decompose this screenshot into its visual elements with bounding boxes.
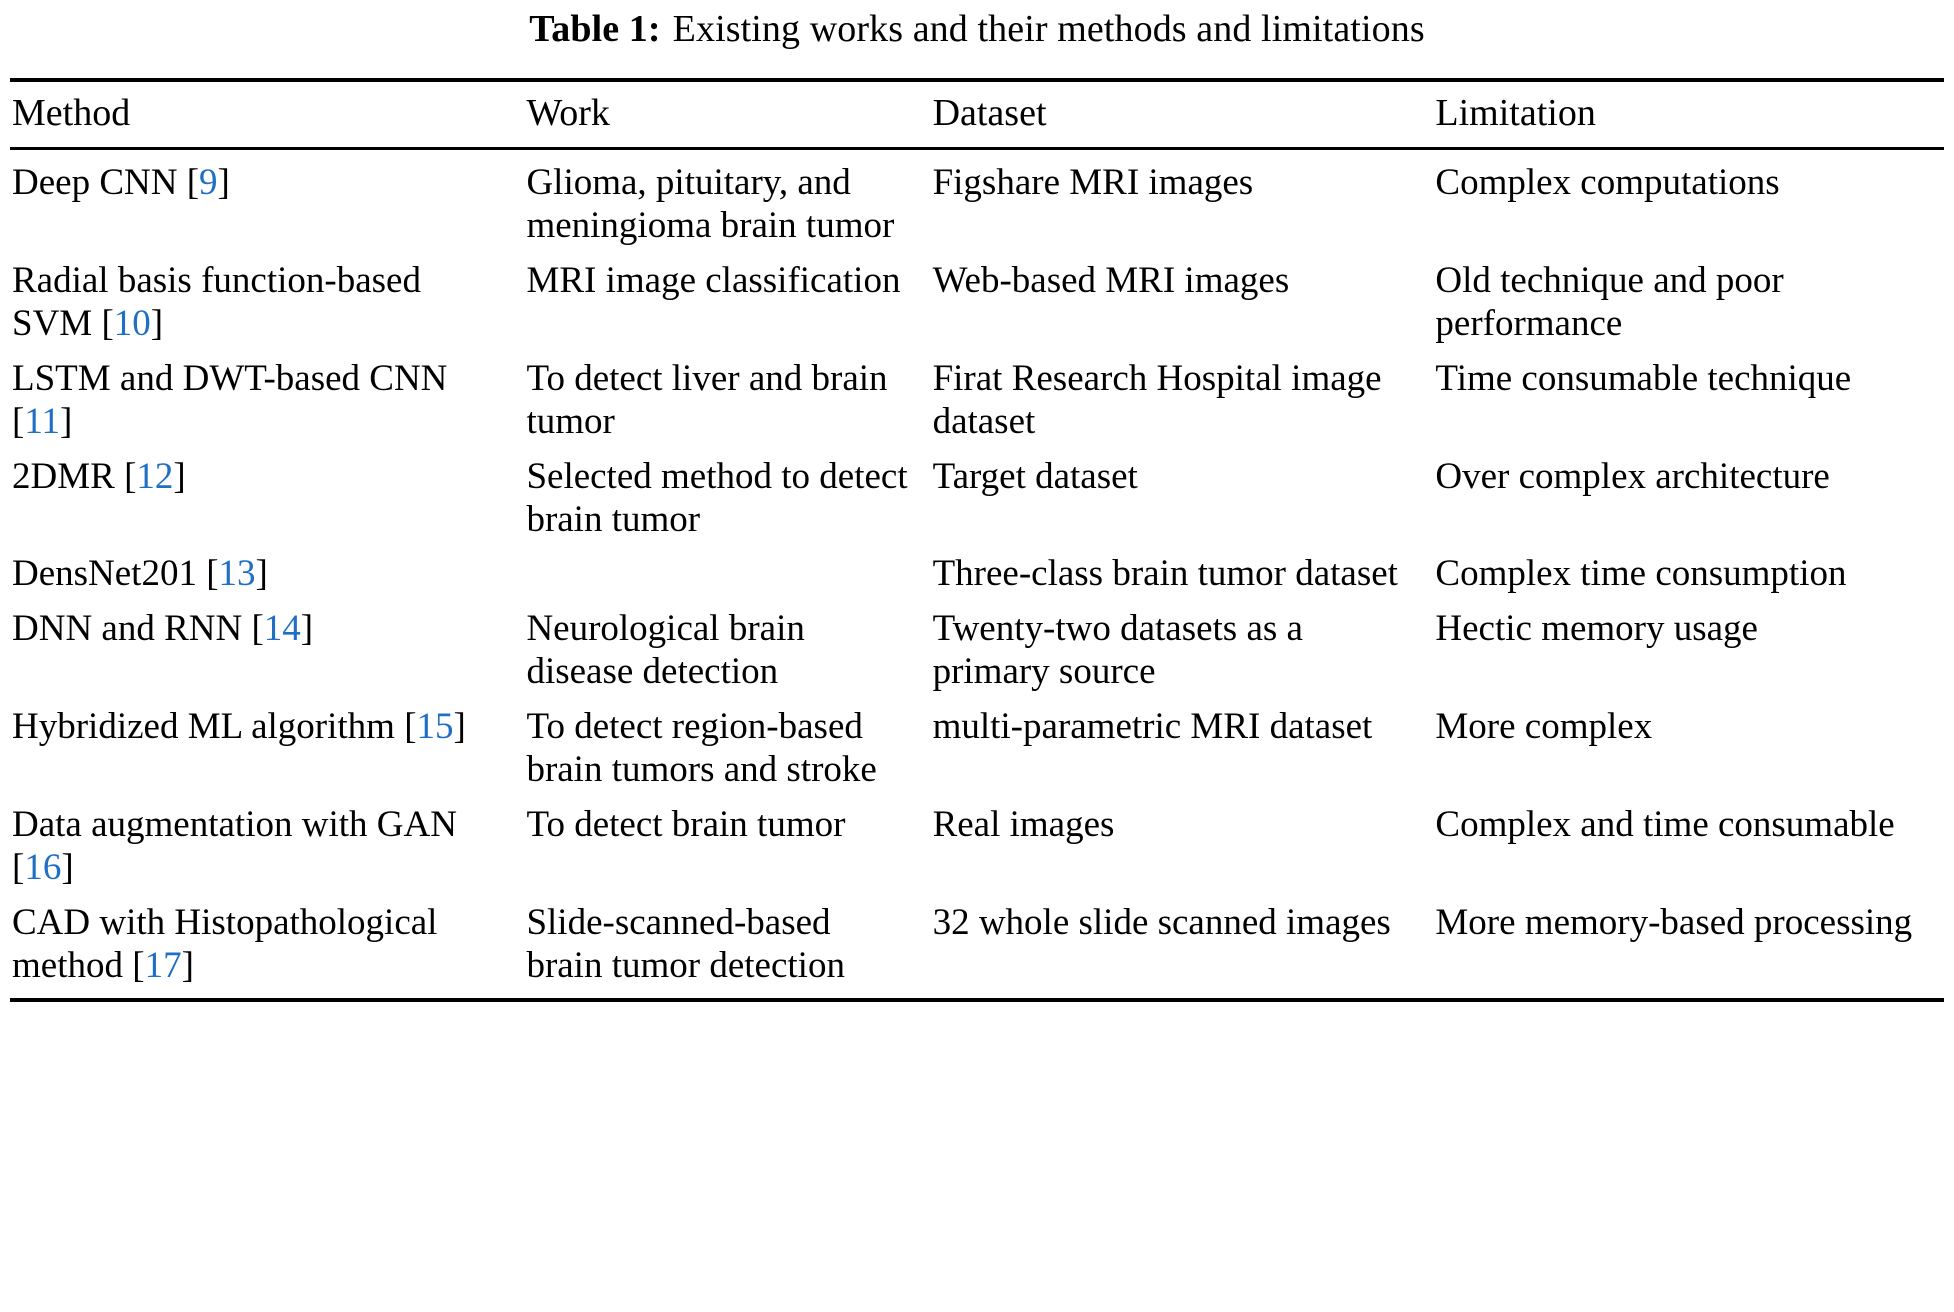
cell-dataset: Real images — [932, 803, 1115, 845]
cell-method: DNN and RNN [14] — [10, 602, 524, 700]
cell-limitation: Hectic memory usage — [1435, 608, 1758, 650]
cell-work: Slide-scanned-based brain tumor detectio… — [526, 901, 845, 986]
reference-link[interactable]: 12 — [136, 455, 174, 497]
method-name: 2DMR — [12, 455, 115, 497]
cell-method: 2DMR [12] — [10, 450, 524, 548]
cell-dataset: Firat Research Hospital image dataset — [932, 357, 1382, 442]
table-caption: Table 1: Existing works and their methods… — [10, 0, 1944, 78]
reference-link[interactable]: 15 — [416, 706, 454, 748]
cell-limitation: Over complex architecture — [1435, 455, 1830, 497]
reference-link[interactable]: 10 — [113, 302, 151, 344]
cell-dataset: Figshare MRI images — [932, 162, 1254, 204]
reference-bracket-open: [ — [206, 553, 219, 595]
method-name: Hybridized ML algorithm — [12, 706, 395, 748]
reference-link[interactable]: 13 — [218, 553, 256, 595]
reference-bracket-open: [ — [124, 455, 137, 497]
cell-work: Selected method to detect brain tumor — [526, 455, 908, 540]
existing-works-table: Method Work Dataset Limitation Deep CNN … — [10, 78, 1944, 1002]
cell-limitation: More memory-based processing — [1435, 901, 1913, 943]
table-row: DensNet201 [13] Three-class brain tumor d… — [10, 547, 1944, 602]
cell-limitation: Old technique and poor performance — [1435, 260, 1784, 344]
reference-bracket-open: [ — [12, 846, 25, 888]
cell-method: LSTM and DWT-based CNN [11] — [10, 352, 524, 450]
reference-link[interactable]: 17 — [144, 944, 182, 986]
reference-bracket-close: ] — [150, 302, 164, 344]
column-header-method: Method — [12, 91, 131, 134]
cell-work — [524, 547, 930, 602]
table-head: Method Work Dataset Limitation — [10, 79, 1944, 149]
method-name: LSTM and DWT-based CNN — [12, 357, 448, 399]
table-row: CAD with Histopathological method [17]Sl… — [10, 896, 1944, 1000]
table-body: Deep CNN [9]Glioma, pituitary, and menin… — [10, 149, 1944, 1000]
reference-bracket-close: ] — [181, 944, 194, 986]
cell-dataset: Three-class brain tumor dataset — [932, 553, 1398, 595]
cell-limitation: Complex computations — [1435, 162, 1780, 204]
reference-link[interactable]: 14 — [263, 608, 301, 650]
reference-bracket-open: [ — [404, 706, 417, 748]
table-header-row: Method Work Dataset Limitation — [10, 79, 1944, 149]
cell-method: Data augmentation with GAN [16] — [10, 798, 524, 896]
cell-limitation: More complex — [1435, 706, 1653, 748]
cell-work: To detect region-based brain tumors and … — [526, 706, 877, 791]
cell-limitation: Time consumable technique — [1435, 357, 1852, 399]
reference-bracket-close: ] — [173, 455, 186, 497]
method-name: DNN and RNN — [12, 608, 243, 650]
cell-work: MRI image classification — [526, 260, 901, 301]
table-row: DNN and RNN [14]Neurological brain disea… — [10, 602, 1944, 700]
cell-work: To detect brain tumor — [526, 803, 846, 845]
column-header-dataset: Dataset — [932, 91, 1047, 134]
cell-method: Radial basis function-based SVM [10] — [10, 254, 524, 352]
table-caption-text: Existing works and their methods and lim… — [672, 8, 1425, 50]
reference-bracket-open: [ — [101, 302, 114, 344]
column-header-work: Work — [526, 91, 610, 134]
reference-link[interactable]: 9 — [199, 162, 218, 204]
cell-dataset: Twenty-two datasets as a primary source — [932, 608, 1303, 693]
cell-limitation: Complex time consumption — [1435, 553, 1847, 595]
reference-bracket-open: [ — [186, 162, 200, 204]
cell-dataset: Target dataset — [932, 455, 1138, 497]
method-name: DensNet201 — [12, 553, 197, 595]
cell-work: To detect liver and brain tumor — [526, 357, 888, 442]
reference-bracket-open: [ — [132, 944, 145, 986]
cell-method: Hybridized ML algorithm [15] — [10, 700, 524, 798]
cell-limitation: Complex and time consumable — [1435, 803, 1895, 845]
column-header-limitation: Limitation — [1435, 91, 1596, 134]
reference-bracket-open: [ — [12, 400, 25, 442]
reference-link[interactable]: 16 — [24, 846, 62, 888]
table-row: 2DMR [12]Selected method to detect brain… — [10, 450, 1944, 548]
table-row: Data augmentation with GAN [16]To detect… — [10, 798, 1944, 896]
table-row: Hybridized ML algorithm [15]To detect re… — [10, 700, 1944, 798]
reference-bracket-close: ] — [59, 400, 73, 442]
table-row: Radial basis function-based SVM [10]MRI … — [10, 254, 1944, 352]
method-name: Radial basis function-based SVM — [12, 260, 421, 344]
cell-dataset: 32 whole slide scanned images — [932, 901, 1391, 943]
cell-method: DensNet201 [13] — [10, 547, 524, 602]
cell-dataset: Web-based MRI images — [932, 260, 1290, 301]
table-row: LSTM and DWT-based CNN [11]To detect liv… — [10, 352, 1944, 450]
cell-method: CAD with Histopathological method [17] — [10, 896, 524, 1000]
reference-bracket-close: ] — [61, 846, 74, 888]
method-name: Data augmentation with GAN — [12, 803, 457, 845]
reference-bracket-close: ] — [300, 608, 314, 650]
table-row: Deep CNN [9]Glioma, pituitary, and menin… — [10, 149, 1944, 254]
reference-bracket-close: ] — [255, 553, 268, 595]
method-name: Deep CNN — [12, 162, 178, 204]
reference-bracket-close: ] — [217, 162, 230, 204]
reference-link[interactable]: 11 — [24, 400, 60, 442]
empty-cell — [526, 553, 908, 554]
cell-work: Glioma, pituitary, and meningioma brain … — [526, 162, 895, 247]
cell-work: Neurological brain disease detection — [526, 608, 805, 693]
cell-dataset: multi-parametric MRI dataset — [932, 706, 1373, 748]
reference-bracket-close: ] — [453, 706, 466, 748]
table-caption-label: Table 1: — [529, 8, 661, 50]
reference-bracket-open: [ — [251, 608, 264, 650]
cell-method: Deep CNN [9] — [10, 149, 524, 254]
method-name: CAD with Histopathological method — [12, 901, 438, 986]
